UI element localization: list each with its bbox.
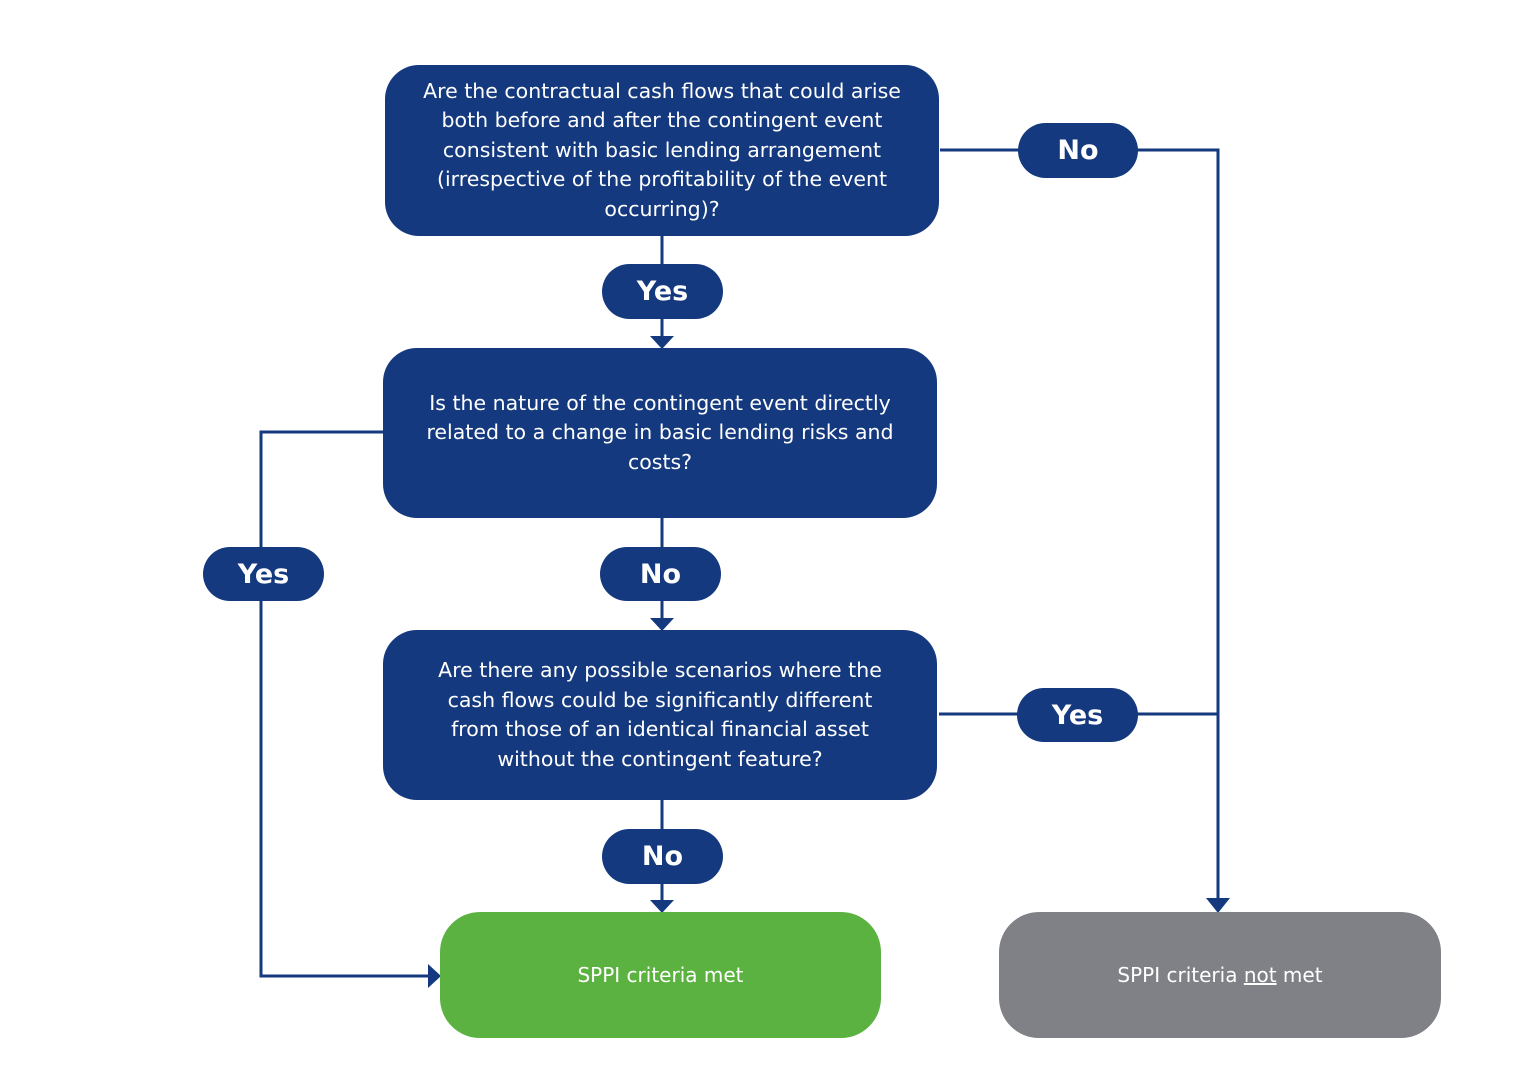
q3-no-text: No (641, 841, 684, 872)
outcome-sppi-not-met-box: SPPI criteria not met (999, 912, 1441, 1038)
outcome-sppi-not-met-text: SPPI criteria not met (1117, 963, 1322, 987)
question-1-box: Are the contractual cash flows that coul… (385, 65, 939, 236)
question-2-box: Is the nature of the contingent event di… (383, 348, 937, 518)
not-met-suffix: met (1276, 963, 1323, 987)
arrowhead-met-top (650, 900, 674, 913)
q2-no-label: No (600, 547, 721, 601)
connector-q1-notmet (940, 148, 1220, 902)
connector-q2-met (259, 430, 430, 978)
q2-no-text: No (639, 558, 682, 590)
not-met-prefix: SPPI criteria (1117, 963, 1244, 987)
q3-no-label: No (602, 829, 723, 884)
question-1-text: Are the contractual cash flows that coul… (423, 78, 901, 221)
question-2-text: Is the nature of the contingent event di… (426, 390, 894, 474)
outcome-sppi-met-text: SPPI criteria met (577, 963, 744, 987)
q3-yes-text: Yes (1051, 699, 1104, 731)
q1-yes-label: Yes (602, 264, 723, 319)
arrowhead-met-left (428, 964, 441, 988)
q3-yes-label: Yes (1017, 688, 1138, 742)
not-met-emphasis: not (1243, 963, 1277, 987)
arrowhead-q3 (650, 618, 674, 631)
q2-yes-label: Yes (203, 547, 324, 601)
q1-no-text: No (1057, 135, 1099, 166)
question-3-text: Are there any possible scenarios where t… (438, 658, 882, 771)
arrowhead-q2 (650, 336, 674, 349)
outcome-sppi-met-box: SPPI criteria met (440, 912, 881, 1038)
arrowhead-notmet (1206, 898, 1230, 913)
q1-yes-text: Yes (636, 276, 689, 307)
q1-no-label: No (1018, 123, 1138, 178)
question-3-box: Are there any possible scenarios where t… (383, 630, 937, 800)
q2-yes-text: Yes (237, 558, 290, 590)
